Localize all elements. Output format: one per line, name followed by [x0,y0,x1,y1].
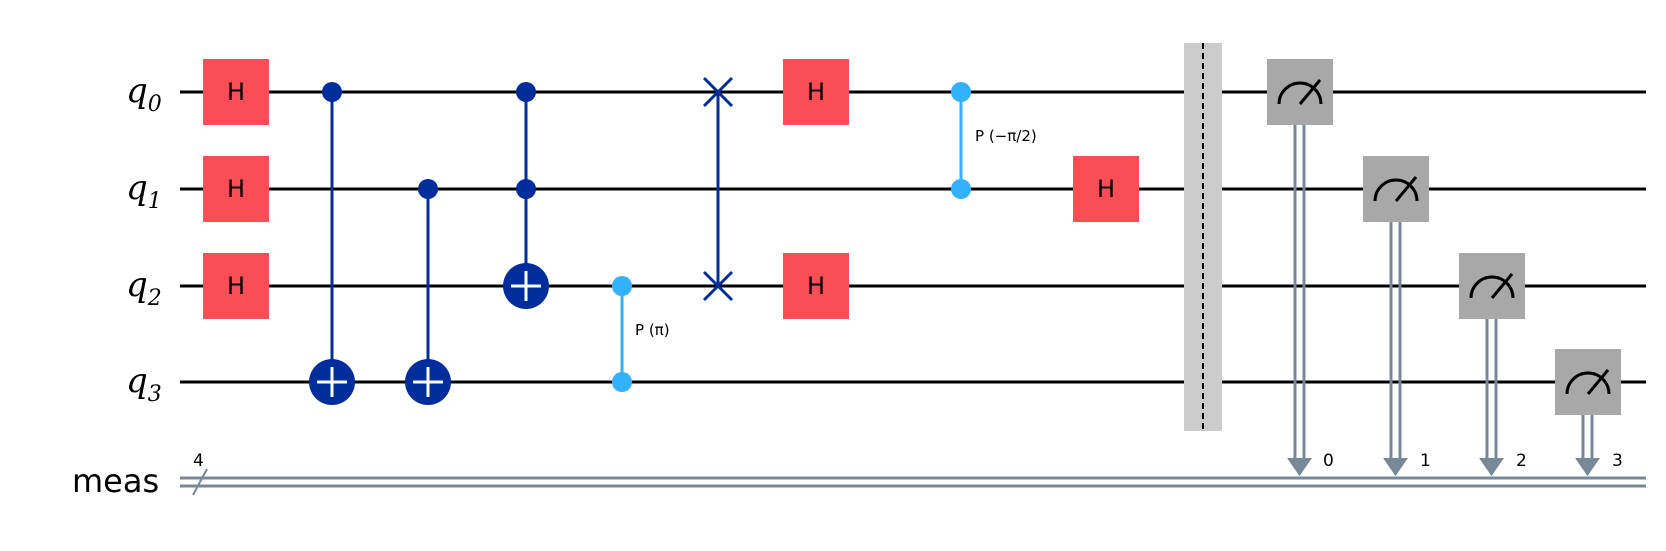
svg-text:H: H [807,272,825,300]
qubit-label-q1: q1 [126,168,162,214]
measure-bit-0: 0 [1323,451,1334,471]
h-gate-q2: H [203,253,269,319]
measure-q0: 0 [1267,59,1334,476]
toffoli-q0-q1-q2 [503,82,549,309]
cphase-q2-q3: P (π) [612,276,670,392]
cphase-pi-label: P (π) [635,321,670,339]
control-dot [322,82,342,102]
qubit-wires [180,90,1646,384]
classical-register-label: meas [72,462,159,500]
h-gate-q0: H [203,59,269,125]
cnot-q1-q3 [405,179,451,405]
svg-text:H: H [807,78,825,106]
register-size-slash [192,468,208,496]
svg-text:H: H [1097,175,1115,203]
control-dot [516,82,536,102]
svg-text:H: H [227,272,245,300]
svg-text:H: H [227,78,245,106]
h-gate-q2-second: H [783,253,849,319]
swap-q0-q2 [702,76,734,302]
register-size-label: 4 [193,451,204,471]
measure-q3: 3 [1555,349,1623,476]
barrier [1184,43,1222,431]
svg-text:H: H [227,175,245,203]
measure-bit-1: 1 [1420,451,1431,471]
h-gate-q1-second: H [1073,156,1139,222]
h-gate-q0-second: H [783,59,849,125]
measure-bit-2: 2 [1516,451,1527,471]
measure-q1: 1 [1363,156,1431,476]
control-dot [516,179,536,199]
wire-labels: q0 q1 q2 q3 meas [72,71,162,500]
control-dot [418,179,438,199]
classical-wire: 4 [180,451,1646,496]
measure-bit-3: 3 [1612,451,1623,471]
measure-q2: 2 [1459,253,1527,476]
cnot-q0-q3 [309,82,355,405]
qubit-label-q2: q2 [126,265,162,311]
qubit-label-q3: q3 [126,361,162,407]
qubit-label-q0: q0 [126,71,162,117]
cphase-minus-pi-half-label: P (−π/2) [975,127,1037,145]
cphase-q0-q1: P (−π/2) [951,82,1037,199]
h-gate-q1: H [203,156,269,222]
